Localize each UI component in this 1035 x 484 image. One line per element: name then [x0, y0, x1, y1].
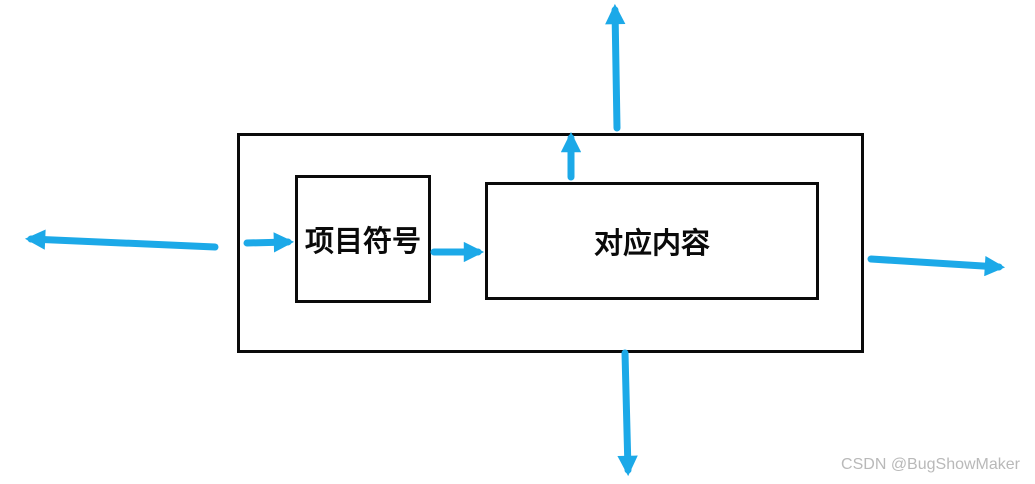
bullet-symbol-label: 项目符号 [304, 226, 421, 258]
arrow-up-outward-icon [605, 3, 626, 132]
content-box: 对应内容 [485, 182, 819, 300]
arrow-down-outward-icon [617, 349, 638, 477]
content-label: 对应内容 [593, 228, 710, 260]
arrow-right-outward-icon [867, 255, 1006, 277]
watermark: CSDN @BugShowMaker [841, 456, 1020, 473]
bullet-symbol-box: 项目符号 [295, 175, 431, 303]
arrow-left-outward-icon [24, 229, 219, 251]
